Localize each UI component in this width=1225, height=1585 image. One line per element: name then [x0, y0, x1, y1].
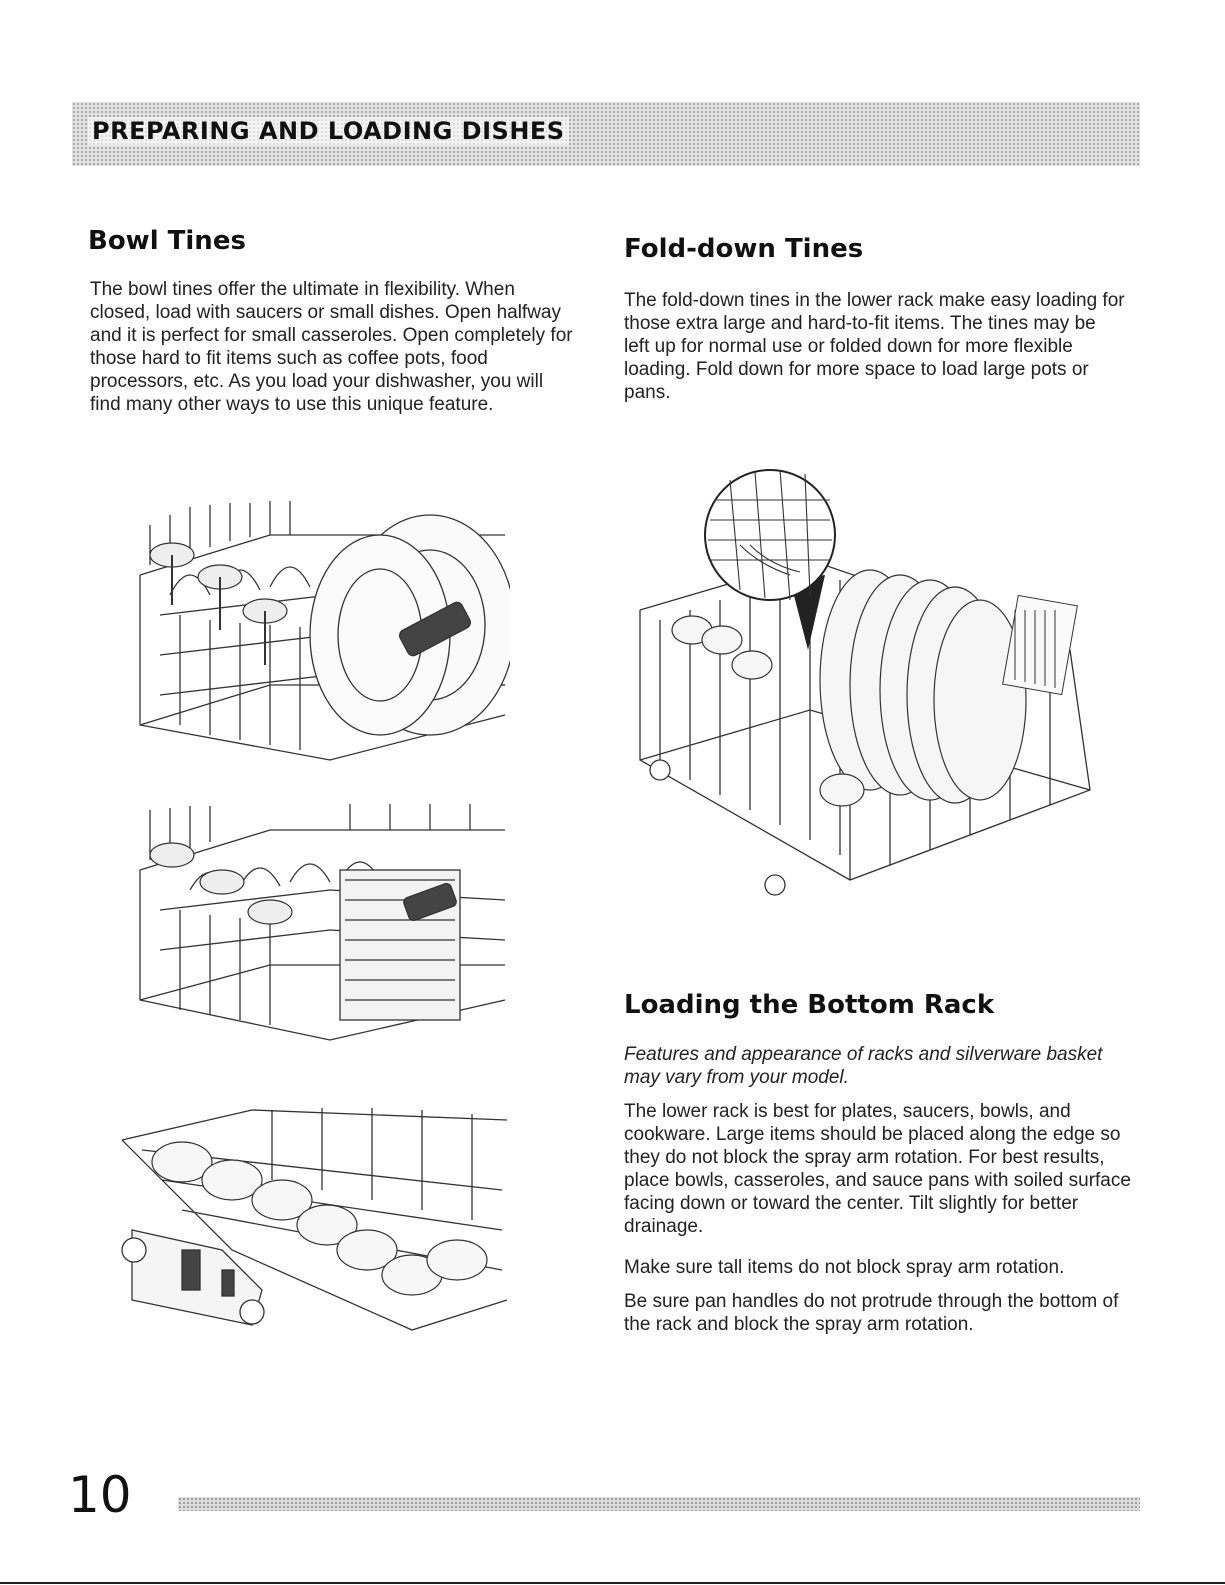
fold-down-tines-illustration	[639, 469, 1091, 896]
text-line: loading. Fold down for more space to loa…	[624, 359, 1089, 380]
bowl-tines-text: The bowl tines offer the ultimate in fle…	[90, 278, 600, 416]
bowl-tines-heading: Bowl Tines	[88, 226, 246, 256]
bottom-rack-note: Features and appearance of racks and sil…	[624, 1043, 1154, 1089]
page-bottom-rule	[0, 1582, 1225, 1584]
section-title: PREPARING AND LOADING DISHES	[88, 117, 569, 145]
section-banner: PREPARING AND LOADING DISHES	[72, 102, 1140, 166]
zoom-inset-circle	[704, 469, 836, 601]
text-line: and it is perfect for small casseroles. …	[90, 325, 573, 346]
text-line: The bowl tines offer the ultimate in fle…	[90, 279, 515, 300]
bowl-tines-open-illustration	[121, 1108, 508, 1331]
bottom-rack-tip-1: Make sure tall items do not block spray …	[624, 1257, 1065, 1278]
text-line: processors, etc. As you load your dishwa…	[90, 371, 544, 392]
bottom-rack-heading: Loading the Bottom Rack	[624, 990, 995, 1020]
text-line: The lower rack is best for plates, sauce…	[624, 1101, 1071, 1122]
fold-down-tines-heading: Fold-down Tines	[624, 234, 864, 264]
page-number: 10	[68, 1466, 132, 1524]
bottom-rack-tip-2: Be sure pan handles do not protrude thro…	[624, 1290, 1154, 1336]
footer-bar	[178, 1497, 1140, 1511]
text-line: the rack and block the spray arm rotatio…	[624, 1314, 974, 1335]
text-line: place bowls, casseroles, and sauce pans …	[624, 1170, 1131, 1191]
text-line: those hard to fit items such as coffee p…	[90, 348, 488, 369]
text-line: facing down or toward the center. Tilt s…	[624, 1193, 1079, 1214]
text-line: cookware. Large items should be placed a…	[624, 1124, 1121, 1145]
fold-down-tines-text: The fold-down tines in the lower rack ma…	[624, 289, 1154, 404]
bowl-tines-closed-illustration	[139, 501, 510, 761]
text-line: pans.	[624, 382, 671, 403]
text-line: drainage.	[624, 1216, 704, 1237]
text-line: find many other ways to use this unique …	[90, 394, 494, 415]
bowl-tines-halfway-illustration	[139, 804, 506, 1041]
text-line: closed, load with saucers or small dishe…	[90, 302, 562, 323]
text-line: left up for normal use or folded down fo…	[624, 336, 1073, 357]
text-line: may vary from your model.	[624, 1067, 849, 1088]
text-line: Be sure pan handles do not protrude thro…	[624, 1291, 1119, 1312]
text-line: those extra large and hard-to-fit items.…	[624, 313, 1096, 334]
text-line: they do not block the spray arm rotation…	[624, 1147, 1105, 1168]
text-line: Features and appearance of racks and sil…	[624, 1044, 1103, 1065]
text-line: The fold-down tines in the lower rack ma…	[624, 290, 1125, 311]
bottom-rack-body: The lower rack is best for plates, sauce…	[624, 1100, 1154, 1238]
